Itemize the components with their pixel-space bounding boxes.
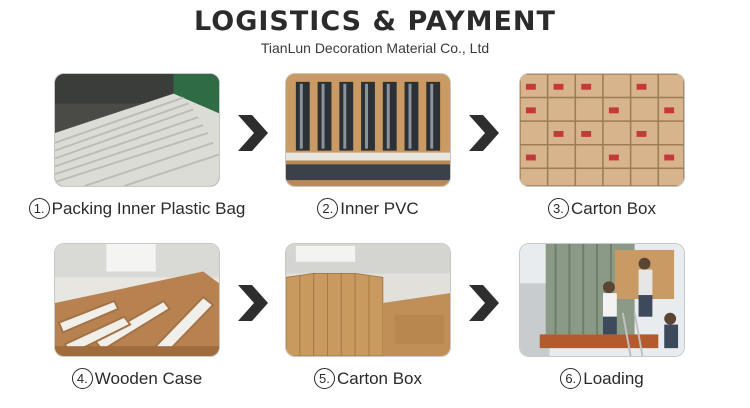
- photo-loading-container: [519, 243, 685, 357]
- step-number: 1.: [28, 198, 50, 219]
- page-title: LOGISTICS & PAYMENT: [194, 6, 556, 37]
- company-name: TianLun Decoration Material Co., Ltd: [260, 40, 490, 56]
- step-label: Loading: [583, 369, 644, 388]
- arrow-right-icon: [469, 285, 499, 321]
- step-label: Carton Box: [336, 369, 423, 388]
- step-number: 2.: [317, 198, 339, 219]
- photo-inner-pvc: [285, 73, 451, 187]
- step-number: 5.: [313, 368, 335, 389]
- step-label: Inner PVC: [340, 199, 419, 218]
- photo-packing-plastic-bag: [54, 73, 220, 187]
- photo-carton-box-stack: [519, 73, 685, 187]
- step-number: 3.: [547, 198, 569, 219]
- arrow-right-icon: [469, 115, 499, 151]
- step-caption: 6.Loading: [482, 368, 722, 389]
- arrow-right-icon: [238, 285, 268, 321]
- step-caption: 1.Packing Inner Plastic Bag: [17, 198, 257, 219]
- step-caption: 2.Inner PVC: [248, 198, 488, 219]
- photo-carton-box-row: [285, 243, 451, 357]
- step-caption: 5.Carton Box: [248, 368, 488, 389]
- step-number: 4.: [71, 368, 93, 389]
- step-caption: 3.Carton Box: [482, 198, 722, 219]
- step-label: Carton Box: [570, 199, 657, 218]
- arrow-right-icon: [238, 115, 268, 151]
- step-number: 6.: [560, 368, 582, 389]
- photo-wooden-case: [54, 243, 220, 357]
- step-caption: 4.Wooden Case: [17, 368, 257, 389]
- step-label: Wooden Case: [94, 369, 203, 388]
- step-label: Packing Inner Plastic Bag: [51, 199, 246, 218]
